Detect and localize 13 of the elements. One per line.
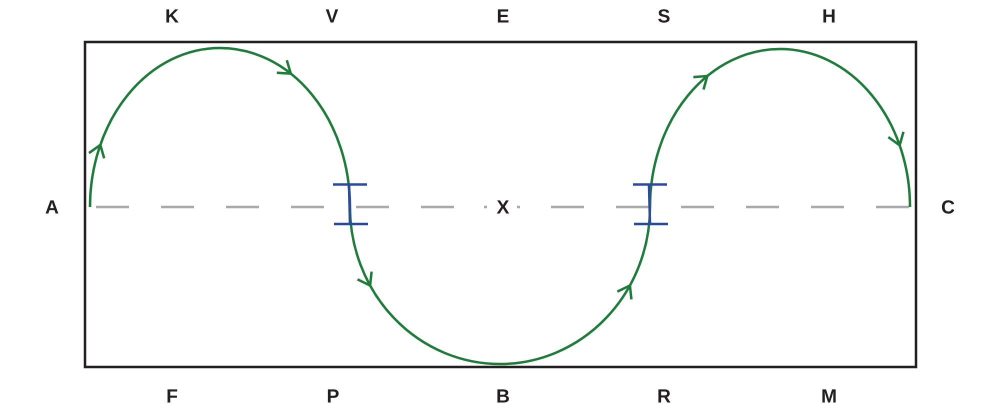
- arena-letter: K: [165, 8, 179, 26]
- arena-letter: E: [496, 8, 510, 26]
- arena-letter: A: [45, 198, 59, 218]
- arena-letter: M: [821, 388, 837, 406]
- arena-letter: B: [496, 388, 510, 406]
- arena-letter: C: [941, 198, 955, 218]
- arena-letter: V: [326, 8, 338, 26]
- arena-letter: X: [496, 198, 510, 218]
- arena-letter: H: [822, 8, 836, 26]
- arena-letter: R: [657, 388, 671, 406]
- arena-letter: F: [166, 388, 178, 406]
- arena-letter: P: [326, 388, 340, 406]
- arena-letter: S: [658, 8, 670, 26]
